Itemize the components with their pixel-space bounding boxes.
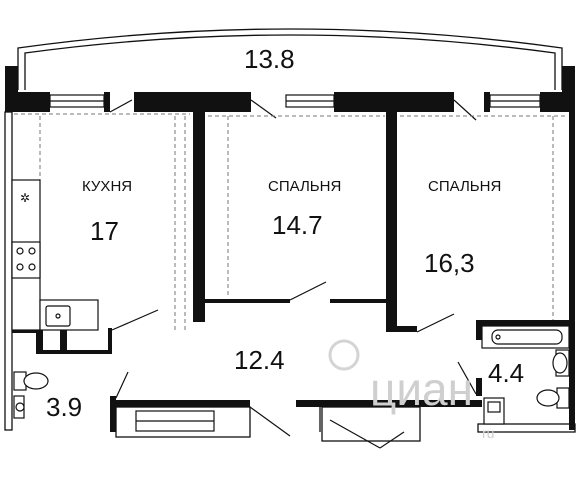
kitchen-area: 17 bbox=[90, 216, 119, 246]
interior-doors bbox=[111, 281, 477, 437]
watermark-suffix: ru bbox=[482, 425, 494, 441]
window-kitchen bbox=[49, 94, 105, 108]
windows bbox=[49, 94, 541, 108]
balcony-doors bbox=[109, 99, 477, 121]
interior-walls bbox=[12, 112, 569, 432]
bathroom-area: 4.4 bbox=[488, 358, 524, 388]
bedroom-2-area: 16,3 bbox=[424, 248, 475, 278]
window-bedroom-2 bbox=[489, 94, 541, 108]
bedroom-2-name: СПАЛЬНЯ bbox=[428, 178, 501, 195]
kitchen-name: КУХНЯ bbox=[82, 178, 132, 195]
hallway-area: 12.4 bbox=[234, 345, 285, 375]
toilet-area: 3.9 bbox=[46, 392, 82, 422]
hallway-elements bbox=[115, 406, 421, 449]
bathroom-fixtures bbox=[481, 325, 570, 425]
balcony-area: 13.8 bbox=[244, 44, 295, 74]
kitchen-fixtures: ✲ bbox=[11, 179, 99, 331]
watermark: циан ru bbox=[328, 339, 494, 441]
bedroom-1-name: СПАЛЬНЯ bbox=[268, 178, 341, 195]
outer-walls bbox=[4, 92, 576, 433]
window-bedroom-1 bbox=[285, 94, 335, 108]
room-labels: 13.8 КУХНЯ 17 СПАЛЬНЯ 14.7 СПАЛЬНЯ 16,3 … bbox=[46, 44, 524, 422]
hood-icon: ✲ bbox=[20, 191, 30, 205]
toilet-room bbox=[13, 371, 49, 419]
watermark-text: циан bbox=[370, 363, 473, 415]
bedroom-1-area: 14.7 bbox=[272, 210, 323, 240]
